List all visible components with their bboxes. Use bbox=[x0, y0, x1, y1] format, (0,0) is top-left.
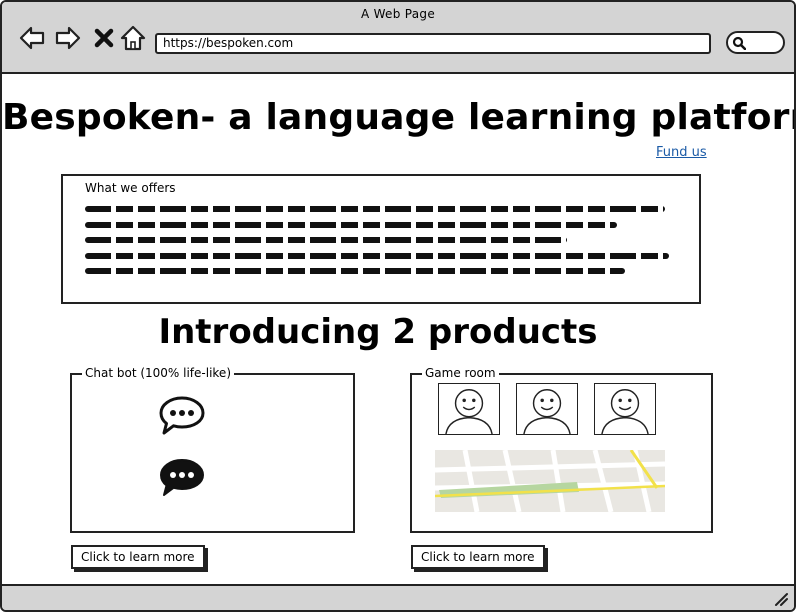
avatar-icon bbox=[438, 383, 500, 435]
map-icon bbox=[435, 450, 665, 512]
resize-grip-icon[interactable] bbox=[774, 592, 788, 606]
home-icon[interactable] bbox=[119, 24, 147, 52]
gameroom-learn-more-button[interactable]: Click to learn more bbox=[411, 545, 545, 569]
search-icon bbox=[732, 36, 746, 50]
fund-us-link[interactable]: Fund us bbox=[656, 145, 707, 160]
gameroom-panel: Game room bbox=[410, 366, 713, 533]
back-arrow-icon[interactable] bbox=[18, 24, 46, 52]
browser-toolbar: A Web Page https://bespoken.com bbox=[2, 2, 794, 74]
close-icon[interactable] bbox=[90, 24, 118, 52]
offers-panel: What we offers bbox=[61, 174, 701, 304]
placeholder-text-line bbox=[85, 206, 665, 212]
avatar-icon bbox=[594, 383, 656, 435]
search-field[interactable] bbox=[726, 31, 785, 54]
page-title: Bespoken- a language learning platform bbox=[2, 97, 796, 138]
placeholder-text-line bbox=[85, 252, 669, 259]
speech-bubble-outline-icon bbox=[158, 395, 206, 437]
offers-title: What we offers bbox=[85, 181, 176, 195]
placeholder-text-line bbox=[85, 237, 567, 243]
placeholder-text-line bbox=[85, 221, 617, 228]
chatbot-panel-title: Chat bot (100% life-like) bbox=[82, 366, 234, 380]
chatbot-panel: Chat bot (100% life-like) bbox=[70, 366, 355, 533]
chatbot-learn-more-button[interactable]: Click to learn more bbox=[71, 545, 205, 569]
speech-bubble-filled-icon bbox=[158, 457, 206, 499]
status-bar bbox=[2, 584, 794, 610]
placeholder-text-block bbox=[85, 206, 681, 284]
forward-arrow-icon[interactable] bbox=[54, 24, 82, 52]
gameroom-panel-title: Game room bbox=[422, 366, 499, 380]
placeholder-text-line bbox=[85, 268, 625, 274]
url-field[interactable]: https://bespoken.com bbox=[155, 33, 711, 54]
avatar-icon bbox=[516, 383, 578, 435]
window-title: A Web Page bbox=[360, 7, 436, 21]
section-title: Introducing 2 products bbox=[158, 312, 598, 352]
